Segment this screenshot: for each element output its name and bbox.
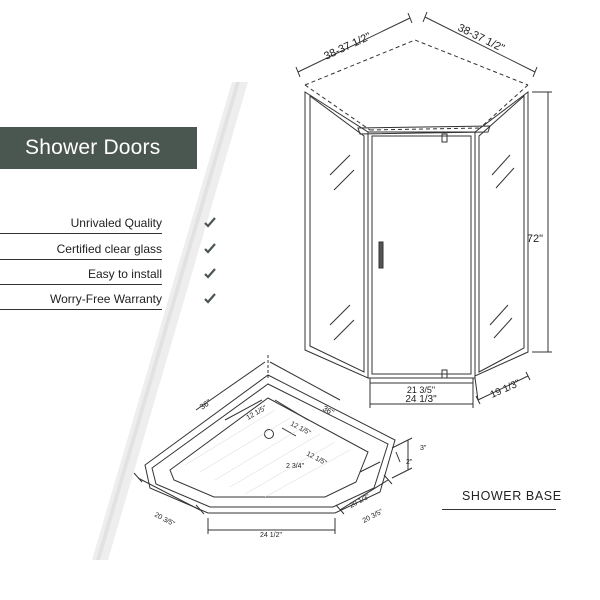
dimension-label: 2": [406, 459, 413, 466]
dimension-label: 24 1/2": [260, 532, 282, 539]
dimension-label: 72": [527, 233, 543, 245]
divider: [0, 309, 162, 310]
divider: [442, 509, 556, 510]
feature-label: Unrivaled Quality: [70, 216, 162, 230]
dimension-label: 2 3/4": [286, 463, 305, 470]
dimension-label: 21 3/5": [407, 385, 435, 395]
dimension-label: 12 1/5": [305, 451, 328, 468]
feature-item: Worry-Free Warranty: [0, 290, 216, 318]
dimension-label: 20 3/5": [362, 508, 385, 525]
divider: [0, 284, 162, 285]
dimension-label: 36": [321, 404, 336, 418]
feature-item: Unrivaled Quality: [0, 214, 216, 242]
shower-base-title: SHOWER BASE: [462, 489, 562, 503]
divider: [0, 233, 162, 234]
divider: [0, 259, 162, 260]
feature-label: Easy to install: [87, 267, 162, 281]
dimension-label: 24 1/3": [405, 394, 437, 405]
feature-label: Certified clear glass: [56, 242, 162, 256]
dimension-label: 20 3/5": [153, 512, 176, 529]
title-banner: [0, 127, 197, 169]
feature-item: Easy to install: [0, 265, 216, 293]
page-title: Shower Doors: [25, 136, 161, 159]
dimension-label: 3": [420, 445, 427, 452]
dimension-label: 20 1/3": [349, 493, 372, 510]
dimension-label: 12 1/5": [289, 421, 312, 438]
feature-item: Certified clear glass: [0, 240, 216, 268]
feature-label: Worry-Free Warranty: [49, 292, 162, 306]
